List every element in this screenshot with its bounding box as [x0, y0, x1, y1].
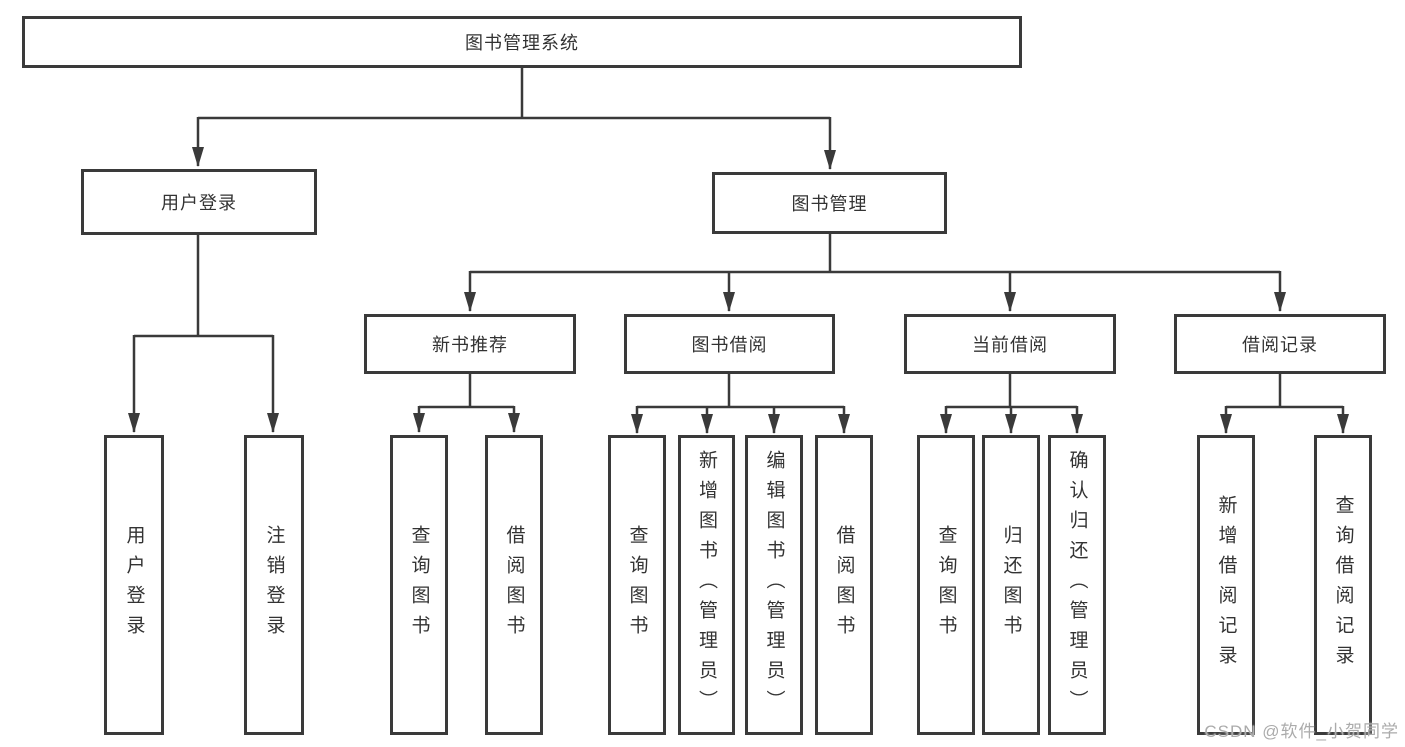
csdn-watermark: CSDN @软件_小贺同学: [1204, 722, 1399, 741]
node-library-system-label: 图书管理系统: [465, 33, 579, 53]
leaf-add-books-admin: 新增图书（管理员）: [678, 435, 735, 735]
node-new-book-recommend: 新书推荐: [364, 314, 576, 374]
node-book-management: 图书管理: [712, 172, 947, 234]
leaf-edit-books-admin-label: 编辑图书（管理员）: [763, 450, 785, 720]
node-library-system: 图书管理系统: [22, 16, 1022, 68]
leaf-user-login: 用户登录: [104, 435, 164, 735]
leaf-borrow-books-borrowing-label: 借阅图书: [833, 525, 855, 645]
leaf-return-books: 归还图书: [982, 435, 1040, 735]
leaf-borrow-books-borrowing: 借阅图书: [815, 435, 873, 735]
leaf-logout-label: 注销登录: [263, 525, 285, 645]
leaf-add-borrow-record: 新增借阅记录: [1197, 435, 1255, 735]
leaf-query-borrow-record-label: 查询借阅记录: [1332, 495, 1354, 675]
node-current-borrowing: 当前借阅: [904, 314, 1116, 374]
node-user-login: 用户登录: [81, 169, 317, 235]
leaf-query-books-current: 查询图书: [917, 435, 975, 735]
leaf-query-borrow-record: 查询借阅记录: [1314, 435, 1372, 735]
node-current-borrowing-label: 当前借阅: [972, 335, 1048, 355]
leaf-query-books-current-label: 查询图书: [935, 525, 957, 645]
node-borrow-records-label: 借阅记录: [1242, 335, 1318, 355]
leaf-query-books-borrowing: 查询图书: [608, 435, 666, 735]
node-new-book-recommend-label: 新书推荐: [432, 335, 508, 355]
leaf-edit-books-admin: 编辑图书（管理员）: [745, 435, 803, 735]
node-book-borrowing: 图书借阅: [624, 314, 835, 374]
leaf-user-login-label: 用户登录: [123, 525, 145, 645]
leaf-add-books-admin-label: 新增图书（管理员）: [696, 450, 717, 720]
leaf-borrow-books-recommend: 借阅图书: [485, 435, 543, 735]
leaf-confirm-return-admin-label: 确认归还（管理员）: [1066, 450, 1088, 720]
leaf-query-books-recommend: 查询图书: [390, 435, 448, 735]
leaf-add-borrow-record-label: 新增借阅记录: [1215, 495, 1237, 675]
node-book-borrowing-label: 图书借阅: [691, 335, 768, 355]
leaf-logout: 注销登录: [244, 435, 304, 735]
node-borrow-records: 借阅记录: [1174, 314, 1386, 374]
leaf-query-books-borrowing-label: 查询图书: [626, 525, 648, 645]
leaf-borrow-books-recommend-label: 借阅图书: [503, 525, 525, 645]
node-book-management-label: 图书管理: [791, 194, 868, 214]
leaf-return-books-label: 归还图书: [1000, 525, 1022, 645]
leaf-confirm-return-admin: 确认归还（管理员）: [1048, 435, 1106, 735]
node-user-login-label: 用户登录: [161, 193, 237, 213]
leaf-query-books-recommend-label: 查询图书: [408, 525, 430, 645]
